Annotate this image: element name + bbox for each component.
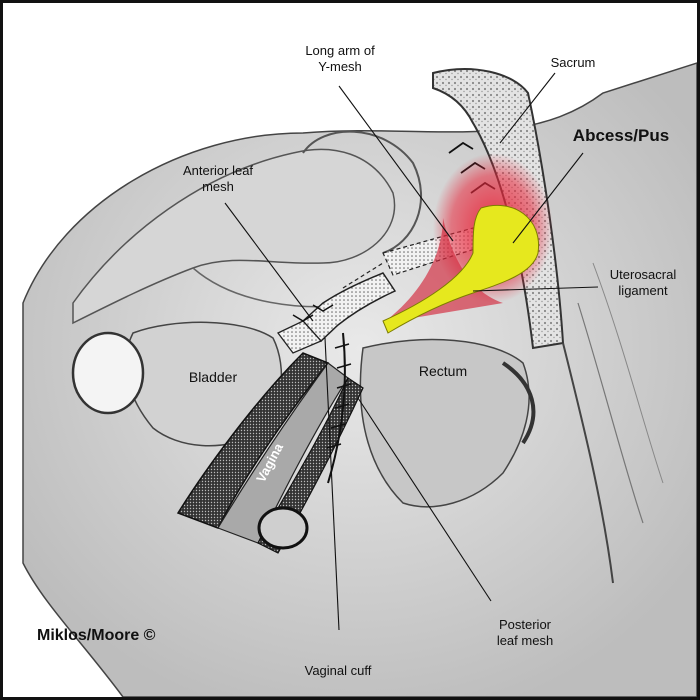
label-bladder: Bladder (188, 369, 238, 385)
credit-text: Miklos/Moore © (37, 627, 156, 644)
label-abscess-pus: Abcess/Pus (572, 126, 670, 145)
pus-region (382, 204, 540, 334)
posterior-leaf-mesh (327, 332, 346, 484)
label-posterior-leaf-mesh: Posterior leaf mesh (496, 617, 554, 648)
label-uterosacral-ligament: Uterosacral ligament (609, 267, 677, 298)
label-vaginal-cuff: Vaginal cuff (304, 663, 372, 678)
vagina (217, 362, 349, 544)
leader-lines (224, 72, 599, 631)
label-anterior-leaf-mesh: Anterior leaf mesh (182, 163, 254, 194)
bowel-loops (72, 148, 396, 325)
pubic-bone (71, 331, 145, 415)
label-long-arm-y-mesh: Long arm of Y-mesh (305, 43, 375, 74)
label-sacrum: Sacrum (550, 55, 596, 70)
rectum (359, 338, 530, 508)
label-rectum: Rectum (418, 363, 468, 379)
anatomy-illustration (22, 62, 697, 697)
anterior-leaf-mesh (301, 272, 397, 343)
